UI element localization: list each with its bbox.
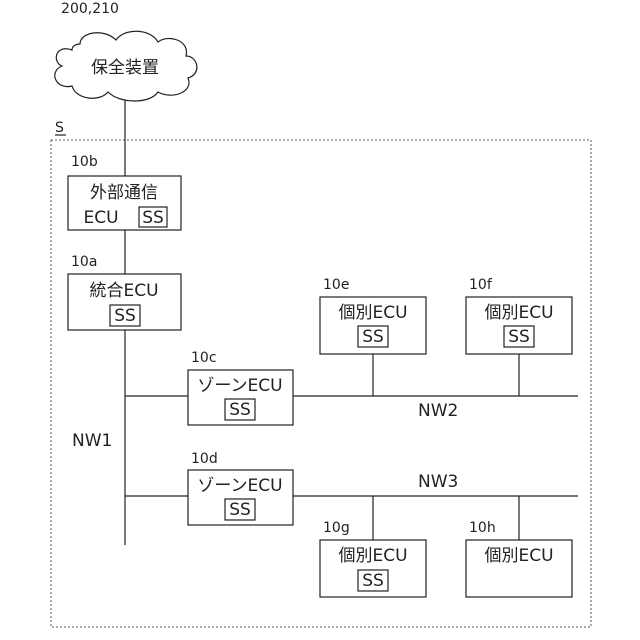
ecu-10e-label: 個別ECU xyxy=(338,303,407,323)
system-label: S xyxy=(55,120,64,136)
nw1-label: NW1 xyxy=(72,431,112,451)
ecu-10c-ss: SS xyxy=(229,400,251,420)
ecu-10f-ss: SS xyxy=(508,327,530,347)
ecu-10a-ss: SS xyxy=(114,306,136,326)
ecu-10h-ref: 10h xyxy=(469,520,496,536)
ecu-10b-ref: 10b xyxy=(71,154,98,170)
ecu-10e-ss: SS xyxy=(362,327,384,347)
ecu-10a-ref: 10a xyxy=(71,254,97,270)
ecu-10g-ss: SS xyxy=(362,571,384,591)
ecu-10b-line1: 外部通信 xyxy=(90,183,158,203)
ecu-10b-ss: SS xyxy=(142,208,164,228)
ecu-10d-ref: 10d xyxy=(191,451,218,467)
ecu-10c-label: ゾーンECU xyxy=(197,376,282,396)
ecu-10b-line2: ECU xyxy=(83,208,118,228)
ecu-10a-label: 統合ECU xyxy=(89,281,158,301)
cloud-ref: 200,210 xyxy=(61,1,119,17)
ecu-10d-label: ゾーンECU xyxy=(197,476,282,496)
ecu-10g-label: 個別ECU xyxy=(338,546,407,566)
ecu-10f-ref: 10f xyxy=(469,277,493,293)
ecu-10d-ss: SS xyxy=(229,500,251,520)
ecu-10g-ref: 10g xyxy=(323,520,350,536)
ecu-10c-ref: 10c xyxy=(191,350,217,366)
ecu-10e-ref: 10e xyxy=(323,277,349,293)
ecu-10h-label: 個別ECU xyxy=(484,546,553,566)
cloud-label: 保全装置 xyxy=(91,58,159,78)
ecu-10f-label: 個別ECU xyxy=(484,303,553,323)
nw3-label: NW3 xyxy=(418,472,458,492)
nw2-label: NW2 xyxy=(418,401,458,421)
